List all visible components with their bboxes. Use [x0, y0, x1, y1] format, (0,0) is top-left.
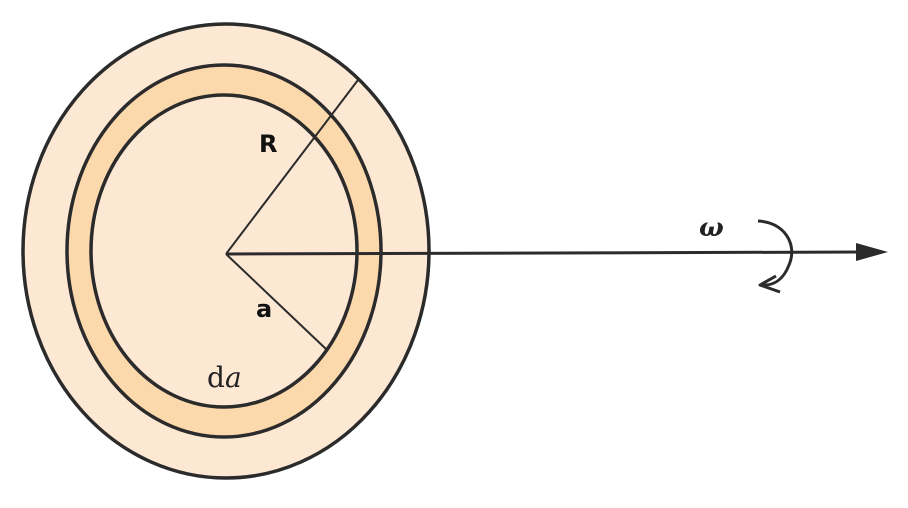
arrowhead-icon — [856, 243, 888, 261]
radius-a-line — [225, 253, 327, 350]
label-da-prefix: d — [207, 361, 225, 394]
label-omega: ω — [699, 213, 724, 243]
rotation-axis — [225, 250, 863, 256]
radius-R-line — [225, 79, 359, 255]
curved-rotation-arrow-icon — [757, 219, 794, 287]
label-da: da — [207, 361, 242, 394]
rotation-arrow-tip — [758, 274, 781, 294]
label-R: R — [259, 130, 277, 158]
label-da-variable: a — [225, 361, 242, 394]
label-a: a — [256, 295, 272, 323]
inner-disk — [89, 93, 359, 409]
